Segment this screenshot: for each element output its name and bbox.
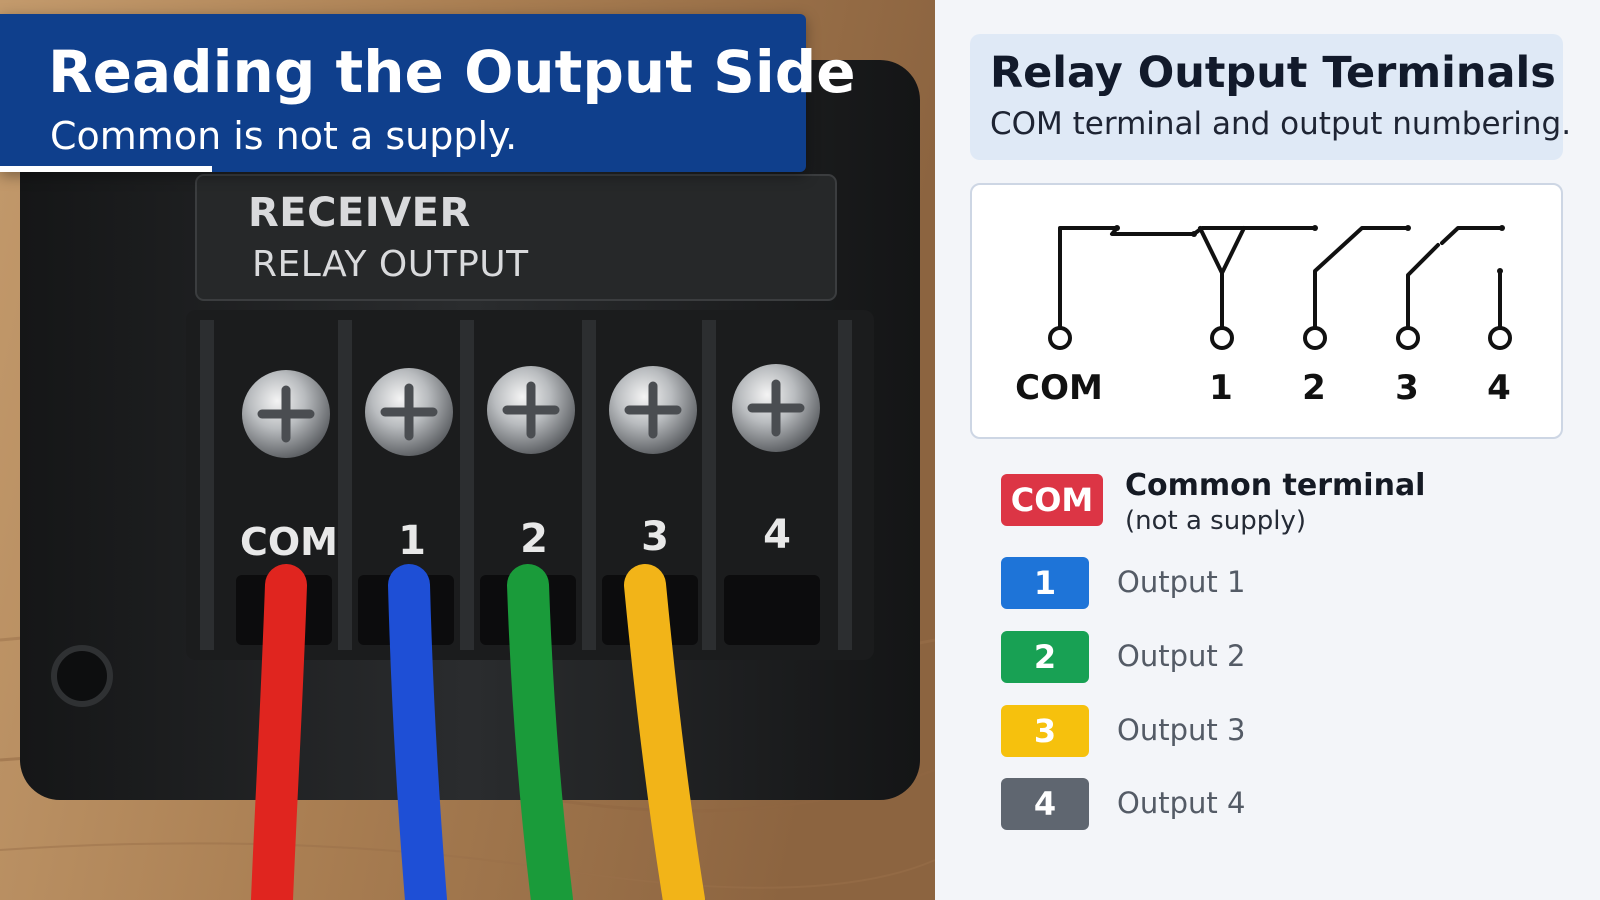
overlay-title: Reading the Output Side xyxy=(48,38,856,106)
legend-label-4: Output 4 xyxy=(1117,786,1246,820)
terminal-dividers xyxy=(200,320,852,650)
output-1-line xyxy=(1198,226,1246,330)
terminal-circles xyxy=(1048,326,1512,350)
diagram-label-2: 2 xyxy=(1302,368,1326,408)
wire-red xyxy=(251,564,307,900)
label-plate xyxy=(195,174,837,301)
overlay-subtitle: Common is not a supply. xyxy=(50,114,518,158)
panel-header: Relay Output Terminals COM terminal and … xyxy=(970,34,1571,160)
top-bus xyxy=(1110,226,1317,236)
output-3-line xyxy=(1406,226,1504,330)
terminal-label-1: 1 xyxy=(398,518,426,564)
legend-label-1: Output 1 xyxy=(1117,565,1246,599)
legend-label-3: Output 3 xyxy=(1117,713,1246,747)
device-photo: RECEIVER RELAY OUTPUT COM 1 2 3 4 Readin… xyxy=(0,0,935,900)
relay-diagram: COM 1 2 3 4 xyxy=(970,183,1563,439)
legend-chip-2: 2 xyxy=(1001,631,1089,683)
diagram-label-com: COM xyxy=(1015,368,1103,408)
diagram-label-4: 4 xyxy=(1487,368,1511,408)
wire-yellow xyxy=(624,564,705,900)
legend-com: COM Common terminal (not a supply) xyxy=(1001,468,1561,536)
legend-com-note: (not a supply) xyxy=(1125,506,1306,536)
diagram-label-3: 3 xyxy=(1395,368,1419,408)
title-accent-bar xyxy=(0,166,212,172)
overlay-title-box: Reading the Output Side Common is not a … xyxy=(0,14,856,172)
legend-label-2: Output 2 xyxy=(1117,639,1246,673)
wire-green xyxy=(507,564,573,900)
legend-output-2: 2 Output 2 xyxy=(1001,631,1561,683)
legend-com-title: Common terminal xyxy=(1125,468,1426,503)
legend-chip-3: 3 xyxy=(1001,705,1089,757)
panel-subtitle: COM terminal and output numbering. xyxy=(990,106,1572,142)
legend-chip-com: COM xyxy=(1001,474,1103,526)
device-label-receiver: RECEIVER xyxy=(248,190,471,236)
wires xyxy=(251,564,705,900)
info-panel: Relay Output Terminals COM terminal and … xyxy=(935,0,1600,900)
output-2-line xyxy=(1313,226,1410,330)
legend-output-3: 3 Output 3 xyxy=(1001,705,1561,757)
terminal-screws xyxy=(242,364,820,458)
legend-output-1: 1 Output 1 xyxy=(1001,557,1561,609)
com-line xyxy=(1058,226,1119,330)
legend-output-4: 4 Output 4 xyxy=(1001,778,1561,830)
mounting-hole xyxy=(51,645,113,707)
relay-schematic xyxy=(1048,225,1512,350)
terminal-label-4: 4 xyxy=(763,512,791,558)
wire-blue xyxy=(388,564,447,900)
device-label-relay-output: RELAY OUTPUT xyxy=(252,244,529,285)
legend-chip-4: 4 xyxy=(1001,778,1089,830)
terminal-label-3: 3 xyxy=(641,514,669,560)
diagram-label-1: 1 xyxy=(1209,368,1233,408)
terminal-label-2: 2 xyxy=(520,516,548,562)
legend-chip-1: 1 xyxy=(1001,557,1089,609)
panel-title: Relay Output Terminals xyxy=(990,48,1556,98)
terminal-label-com: COM xyxy=(239,520,338,564)
